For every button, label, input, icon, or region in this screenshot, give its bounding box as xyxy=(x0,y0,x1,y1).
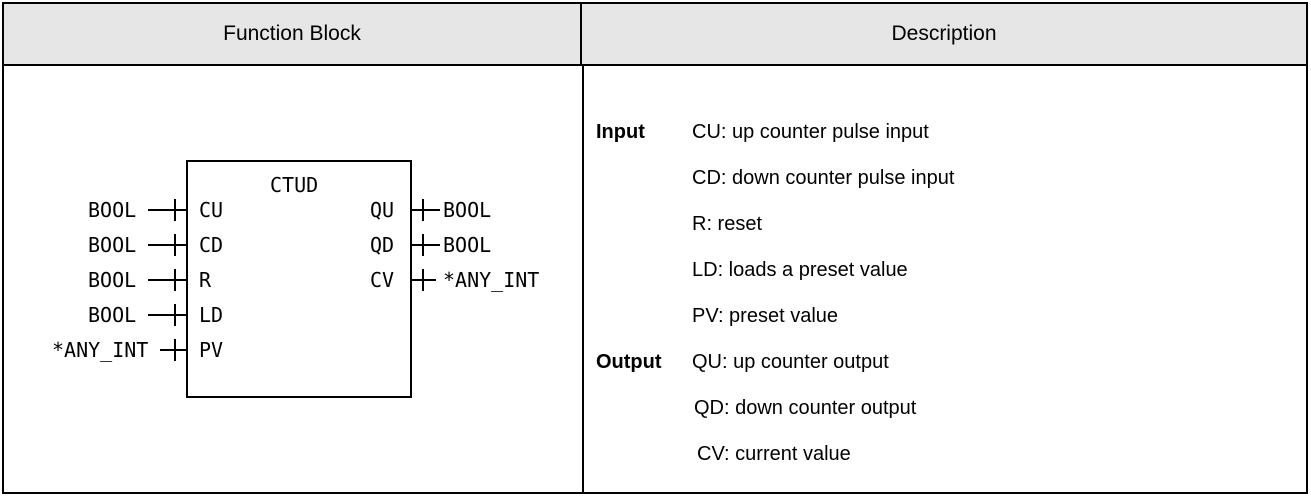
desc-output-qu: QU: up counter output xyxy=(692,351,889,373)
input-line-cu xyxy=(148,209,186,211)
input-tick-cu xyxy=(174,199,176,221)
input-tick-ld xyxy=(174,304,176,326)
pin-cd: CD xyxy=(199,233,224,257)
input-tick-pv xyxy=(174,339,176,361)
desc-input-cu: CU: up counter pulse input xyxy=(692,121,929,143)
input-type-ld: BOOL xyxy=(88,303,137,327)
input-line-r xyxy=(148,279,186,281)
desc-input-ld: LD: loads a preset value xyxy=(692,259,908,281)
output-heading: Output xyxy=(596,351,662,373)
output-tick-qd xyxy=(422,234,424,256)
output-type-qd: BOOL xyxy=(443,233,492,257)
pin-r: R xyxy=(199,268,212,292)
output-line-qu xyxy=(410,209,440,211)
header-function-block: Function Block xyxy=(4,4,582,66)
desc-output-qd: QD: down counter output xyxy=(694,397,917,419)
header-description-label: Description xyxy=(891,22,997,45)
pin-ld: LD xyxy=(199,303,224,327)
output-type-qu: BOOL xyxy=(443,198,492,222)
input-type-pv: *ANY_INT xyxy=(52,338,149,362)
input-tick-r xyxy=(174,269,176,291)
desc-output-cv: CV: current value xyxy=(697,443,851,465)
input-type-cd: BOOL xyxy=(88,233,137,257)
input-heading: Input xyxy=(596,121,645,143)
desc-input-r: R: reset xyxy=(692,213,763,235)
output-tick-cv xyxy=(422,269,424,291)
input-line-ld xyxy=(148,314,186,316)
block-name: CTUD xyxy=(270,173,319,197)
input-line-cd xyxy=(148,244,186,246)
output-type-cv: *ANY_INT xyxy=(443,268,540,292)
column-divider xyxy=(582,64,584,494)
output-tick-qu xyxy=(422,199,424,221)
input-type-cu: BOOL xyxy=(88,198,137,222)
input-tick-cd xyxy=(174,234,176,256)
input-line-pv xyxy=(160,349,186,351)
input-type-r: BOOL xyxy=(88,268,137,292)
pin-qu: QU xyxy=(370,198,395,222)
desc-input-cd: CD: down counter pulse input xyxy=(692,167,955,189)
pin-cu: CU xyxy=(199,198,224,222)
pin-qd: QD xyxy=(370,233,395,257)
header-description: Description xyxy=(582,4,1306,66)
pin-pv: PV xyxy=(199,338,224,362)
header-function-block-label: Function Block xyxy=(223,22,361,45)
output-line-qd xyxy=(410,244,440,246)
pin-cv: CV xyxy=(370,268,395,292)
desc-input-pv: PV: preset value xyxy=(692,305,839,327)
